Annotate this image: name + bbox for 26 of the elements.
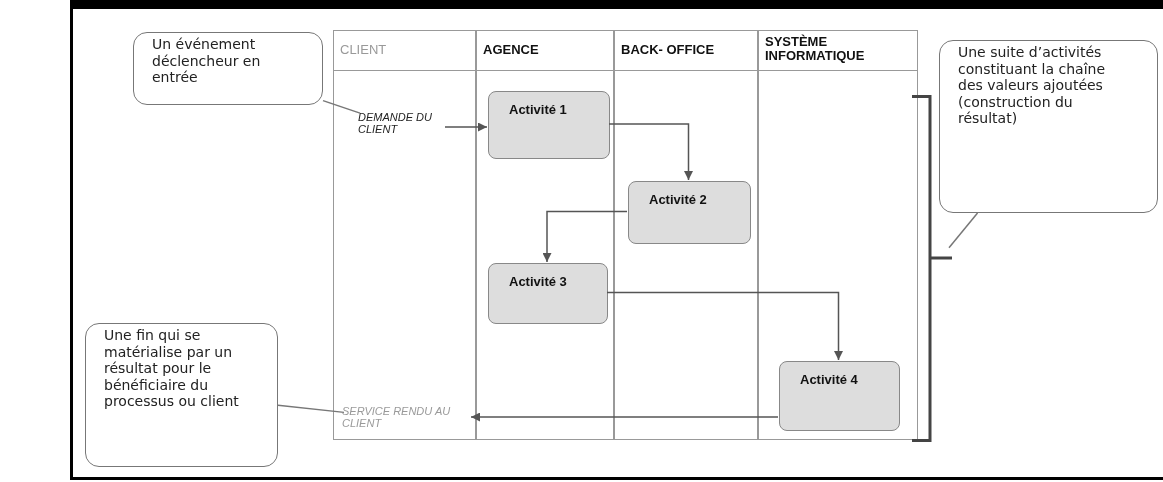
lane-heading: SYSTÈME INFORMATIQUE bbox=[765, 35, 866, 63]
flow-label: DEMANDE DU CLIENT bbox=[358, 111, 446, 145]
swimlane bbox=[333, 30, 476, 440]
activity-box: Activité 1 bbox=[488, 91, 610, 159]
speech-bubble-tail bbox=[948, 212, 979, 249]
activity-box: Activité 3 bbox=[488, 263, 608, 324]
speech-bubble-tail bbox=[277, 404, 345, 414]
activity-box: Activité 2 bbox=[628, 181, 751, 244]
lane-heading: CLIENT bbox=[340, 43, 388, 57]
arrow bbox=[470, 412, 779, 422]
speech-bubble: Une fin qui se matérialise par un résultat pour le bénéficiaire du processus ou client bbox=[85, 323, 278, 467]
arrow bbox=[542, 210, 628, 263]
bracket bbox=[912, 95, 952, 442]
speech-bubble: Une suite d’activités constituant la chaîne des valeurs ajoutées (construction du résultat) bbox=[939, 40, 1158, 213]
lane-heading: BACK- OFFICE bbox=[621, 43, 716, 57]
swimlane bbox=[758, 30, 918, 440]
swimlane bbox=[614, 30, 758, 440]
arrow bbox=[444, 122, 488, 132]
activity-box: Activité 4 bbox=[779, 361, 900, 431]
speech-bubble: Un événement déclencheur en entrée bbox=[133, 32, 323, 105]
flow-label: SERVICE RENDU AU CLIENT bbox=[342, 405, 472, 435]
lane-heading: AGENCE bbox=[483, 43, 540, 57]
speech-bubble-tail bbox=[322, 99, 361, 114]
arrow bbox=[608, 123, 693, 181]
arrow bbox=[606, 291, 843, 361]
swimlane bbox=[476, 30, 614, 440]
